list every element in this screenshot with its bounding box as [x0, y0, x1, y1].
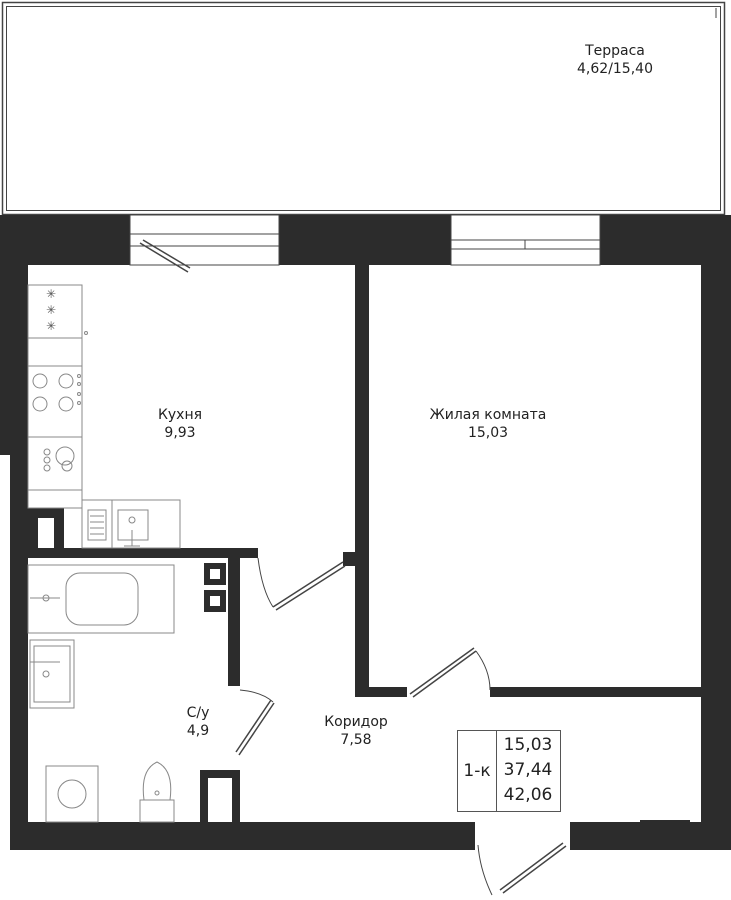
- room-area: 4,9: [186, 723, 210, 739]
- svg-text:✳: ✳: [46, 287, 56, 301]
- windows: [129, 214, 601, 266]
- svg-text:✳: ✳: [46, 303, 56, 317]
- room-label-bathroom: С/у 4,9: [168, 704, 228, 740]
- svg-text:✳: ✳: [46, 319, 56, 333]
- room-label-kitchen: Кухня 9,93: [130, 406, 230, 442]
- room-label-corridor: Коридор 7,58: [306, 713, 406, 749]
- bathroom-fixtures: [27, 564, 175, 823]
- room-area: 4,62/15,40: [577, 61, 653, 77]
- room-area: 7,58: [340, 732, 372, 748]
- living-area-value: 15,03: [503, 735, 553, 755]
- total-area-with-terrace-value: 42,06: [503, 785, 553, 805]
- doors: [139, 239, 567, 896]
- interior-walls: [28, 265, 701, 822]
- apartment-type: 1-к: [458, 731, 497, 811]
- room-name: С/у: [186, 705, 210, 721]
- room-label-living: Жилая комната 15,03: [418, 406, 558, 442]
- room-area: 9,93: [164, 425, 196, 441]
- exterior-walls: [0, 215, 731, 850]
- room-name: Терраса: [585, 43, 645, 59]
- columns: [204, 563, 226, 612]
- total-area-value: 37,44: [503, 760, 553, 780]
- apartment-summary: 1-к 15,03 37,44 42,06: [457, 730, 561, 812]
- room-label-terrace: Терраса 4,62/15,40: [560, 42, 670, 78]
- entrance-mat: [640, 820, 690, 824]
- room-name: Жилая комната: [429, 407, 547, 423]
- terrace-outline: [1, 1, 726, 216]
- room-name: Коридор: [324, 714, 388, 730]
- kitchen-furniture: ✳ ✳ ✳: [27, 284, 181, 549]
- room-name: Кухня: [157, 407, 203, 423]
- room-area: 15,03: [467, 425, 509, 441]
- area-values: 15,03 37,44 42,06: [496, 733, 560, 808]
